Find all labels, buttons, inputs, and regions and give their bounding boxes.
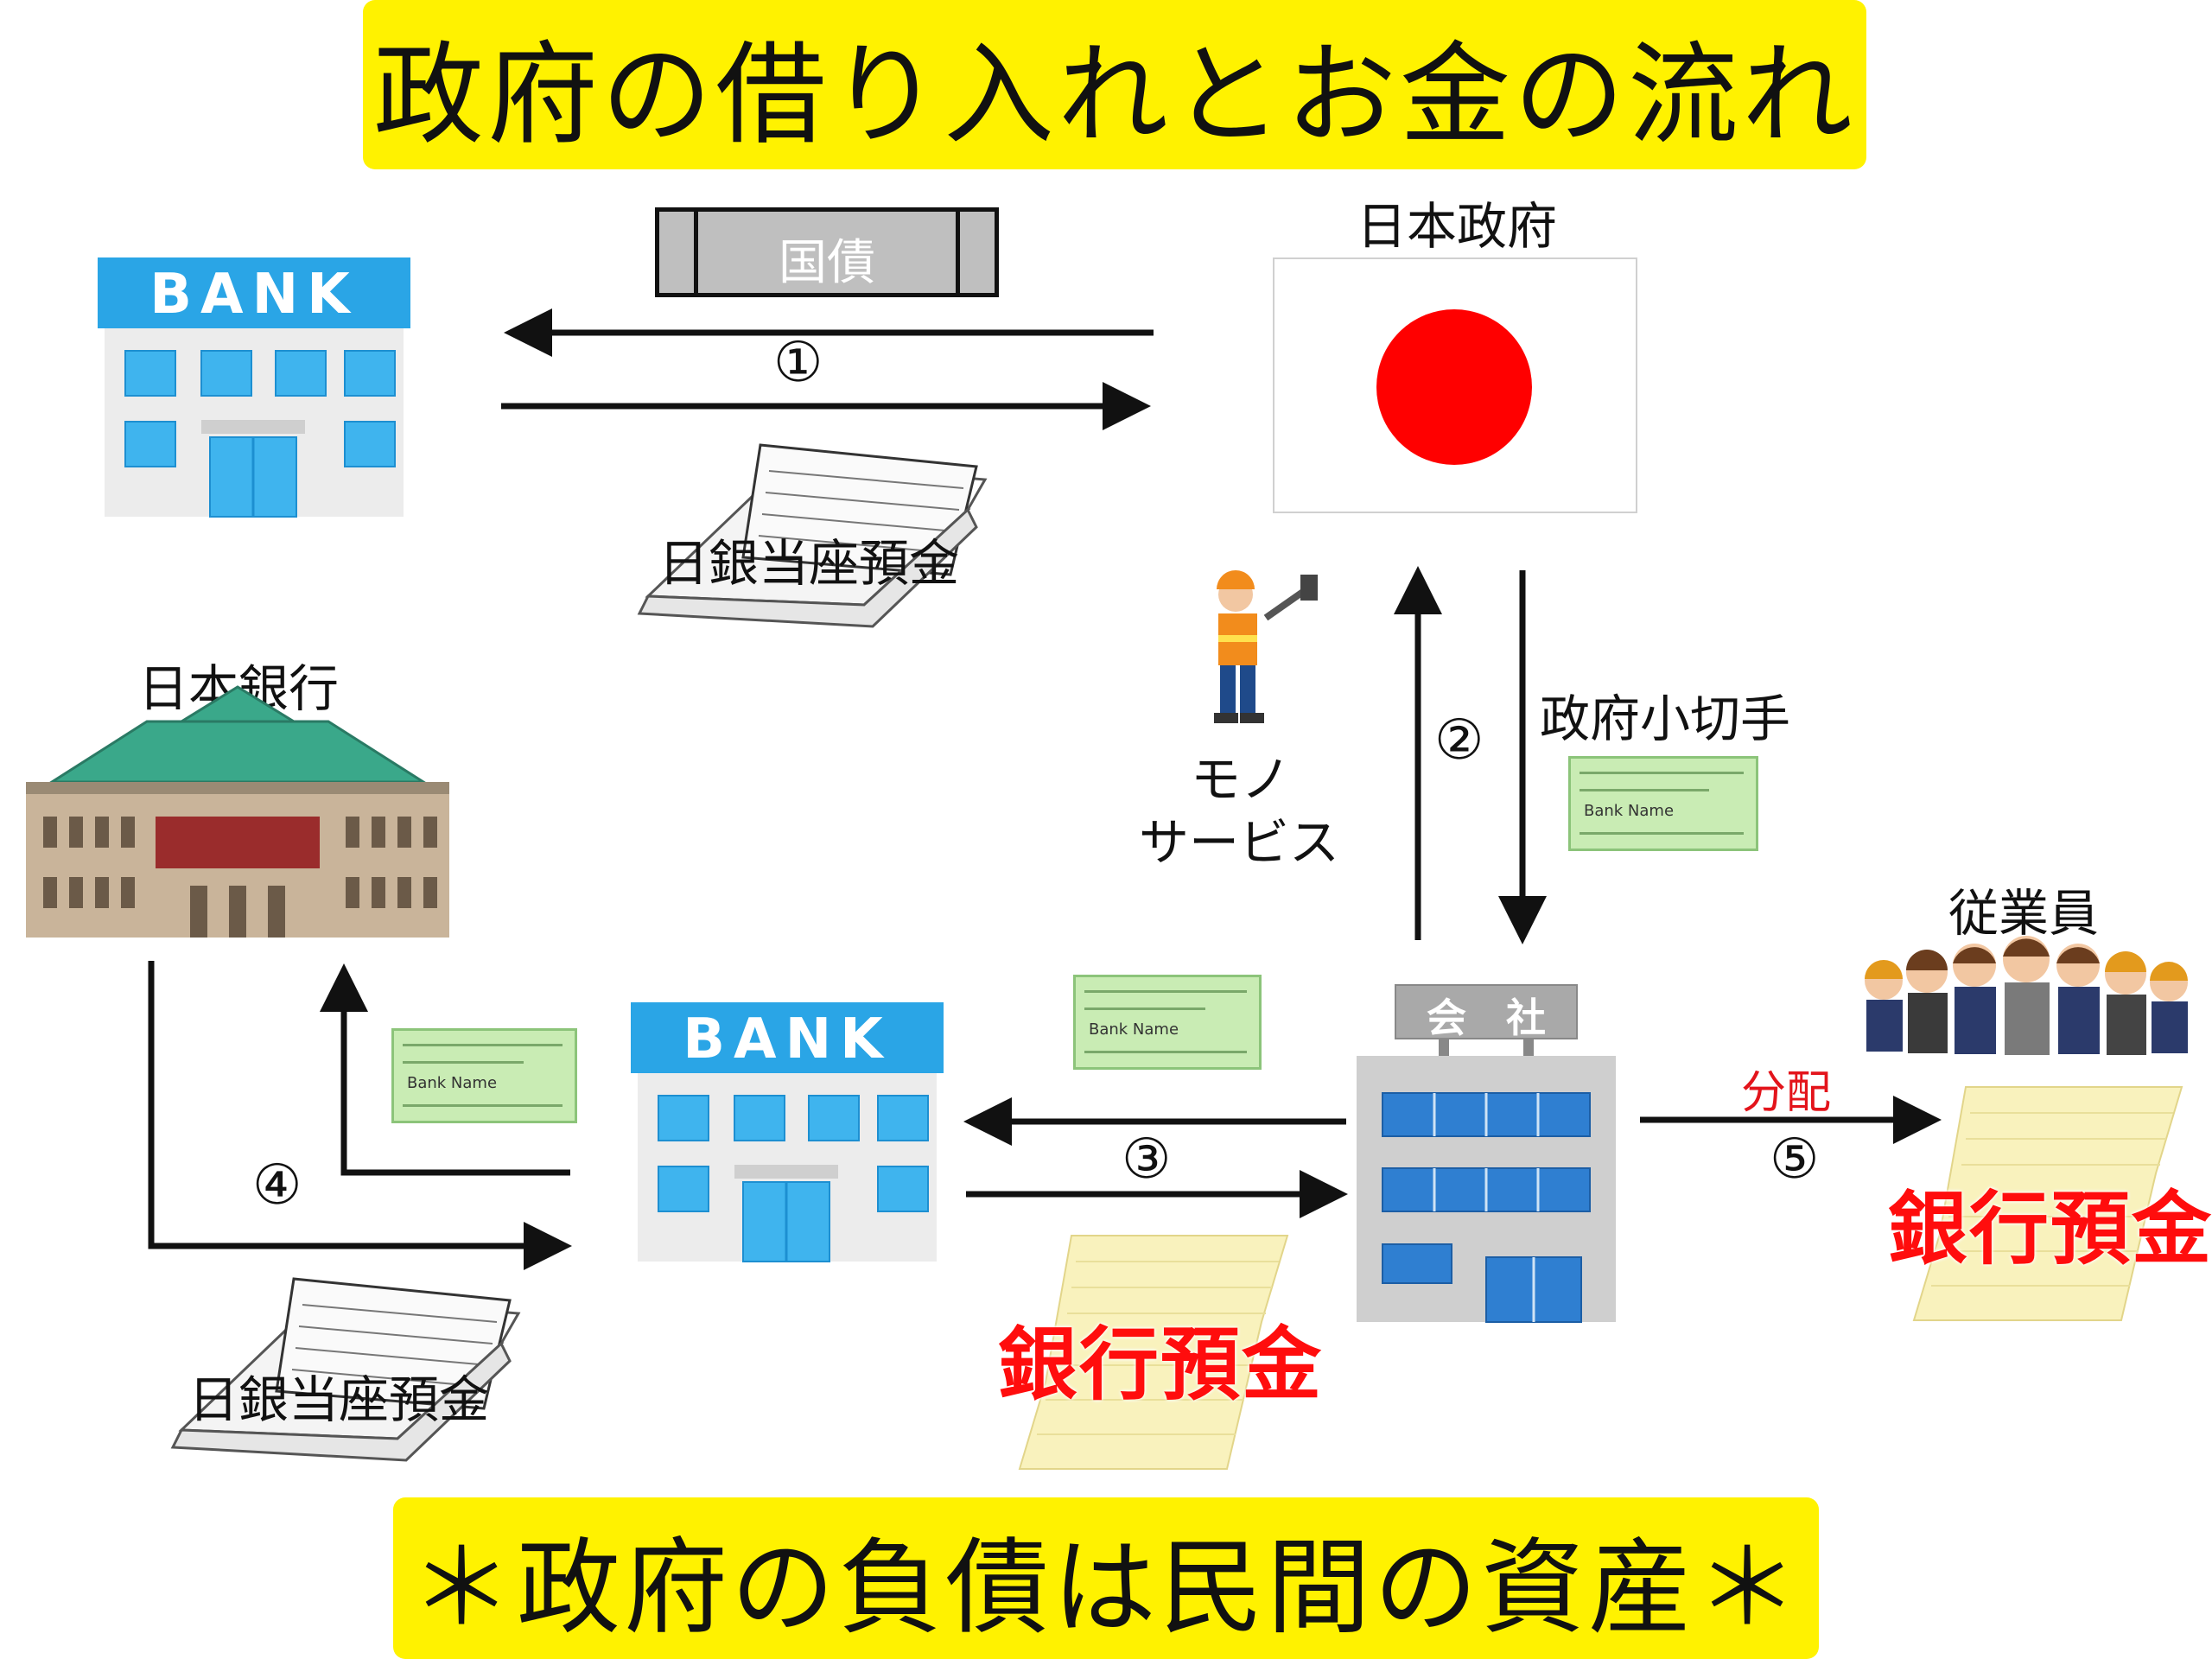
check-bank-name: Bank Name — [1089, 1020, 1179, 1039]
check-icon — [1580, 772, 1744, 774]
step-4: ④ — [252, 1154, 302, 1217]
government-label: 日本政府 — [1357, 197, 1558, 256]
company-building-icon — [1357, 984, 1616, 1323]
check-bank-name: Bank Name — [407, 1074, 498, 1092]
check-bank-name: Bank Name — [1584, 802, 1675, 820]
gov-check-label: 政府小切手 — [1540, 690, 1791, 748]
bank-deposit-label-mid: 銀行預金 — [998, 1319, 1324, 1411]
bond: 国債 — [655, 207, 999, 297]
japan-flag — [1273, 257, 1637, 513]
employees-group-icon — [1865, 936, 2188, 1055]
construction-worker-icon — [1214, 570, 1318, 723]
title-banner: 政府の借り入れとお金の流れ — [363, 0, 1866, 169]
japan-flag-icon — [1376, 309, 1532, 465]
company: 会 社 — [1357, 984, 1616, 1323]
bond-label: 国債 — [779, 235, 875, 291]
employees-label: 従業員 — [1948, 884, 2100, 943]
passbook-icon — [637, 443, 988, 628]
arrow-4-up — [320, 963, 570, 1176]
bank-sign: BANK — [683, 1007, 892, 1071]
page-title: 政府の借り入れとお金の流れ — [372, 30, 1856, 160]
bank-building-icon — [98, 257, 410, 518]
bank-building-icon — [631, 1002, 944, 1262]
services-label: サービス — [1139, 813, 1340, 872]
deposit-document-icon — [1912, 1086, 2183, 1321]
check-boj: Bank Name — [391, 1028, 577, 1123]
step-5: ⑤ — [1770, 1128, 1820, 1192]
step-2: ② — [1434, 709, 1484, 772]
boj-deposit-label-top: 日銀当座預金 — [658, 534, 960, 593]
company-sign: 会 社 — [1427, 995, 1546, 1041]
passbook-icon — [170, 1277, 521, 1462]
bank-sign: BANK — [149, 263, 359, 327]
check-icon — [1084, 990, 1247, 993]
bank-deposit-label-right: 銀行預金 — [1888, 1183, 2212, 1275]
goods-label: モノ — [1191, 750, 1292, 809]
boj-building-icon — [26, 685, 449, 938]
check-gov: Bank Name — [1568, 756, 1758, 851]
deposit-document-icon — [1018, 1235, 1289, 1470]
arrow-4-down — [148, 961, 572, 1270]
boj-deposit-label-bottom: 日銀当座預金 — [188, 1370, 490, 1429]
step-1: ① — [773, 331, 823, 395]
footer-banner: ＊政府の負債は民間の資産＊ — [393, 1497, 1819, 1659]
footer-text: ＊政府の負債は民間の資産＊ — [410, 1528, 1802, 1649]
check-icon — [403, 1044, 563, 1046]
bank-top: BANK — [98, 257, 410, 518]
bank-bottom: BANK — [631, 1002, 944, 1262]
distribution-label: 分配 — [1741, 1067, 1832, 1119]
step-3: ③ — [1122, 1128, 1172, 1192]
check-company: Bank Name — [1073, 975, 1262, 1070]
